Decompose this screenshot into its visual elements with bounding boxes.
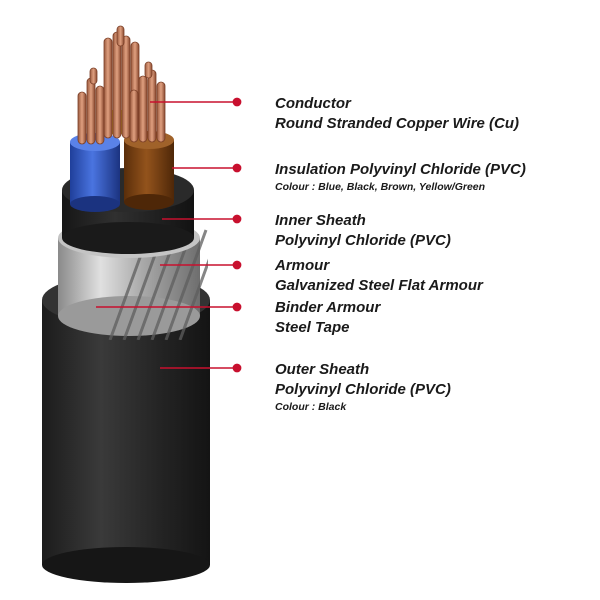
- leader-dot-conductor: [232, 97, 242, 107]
- label-conductor-title: Conductor: [275, 95, 351, 112]
- label-inner-sheath-material: Polyvinyl Chloride (PVC): [275, 232, 451, 249]
- label-binder-armour-material: Steel Tape: [275, 319, 350, 336]
- label-armour-material: Galvanized Steel Flat Armour: [275, 277, 483, 294]
- label-outer-sheath-material: Polyvinyl Chloride (PVC): [275, 381, 451, 398]
- label-conductor: Conductor Round Stranded Copper Wire (Cu…: [275, 94, 519, 134]
- label-insulation-colour-note: Colour : Blue, Black, Brown, Yellow/Gree…: [275, 181, 486, 193]
- label-armour-title: Armour: [275, 257, 330, 274]
- label-insulation: Insulation Polyvinyl Chloride (PVC) Colo…: [275, 160, 526, 194]
- leader-dot-binder-armour: [232, 302, 242, 312]
- leader-dot-armour: [232, 260, 242, 270]
- label-binder-armour-title: Binder Armour: [275, 299, 381, 316]
- copper-conductor-strands: [77, 25, 166, 145]
- leader-dot-outer-sheath: [232, 363, 242, 373]
- label-inner-sheath: Inner Sheath Polyvinyl Chloride (PVC): [275, 211, 451, 251]
- label-inner-sheath-title: Inner Sheath: [275, 212, 366, 229]
- leader-lines: [96, 97, 242, 373]
- label-conductor-material: Round Stranded Copper Wire (Cu): [275, 115, 520, 132]
- label-armour: Armour Galvanized Steel Flat Armour: [275, 256, 483, 296]
- label-insulation-title: Insulation Polyvinyl Chloride (PVC): [275, 161, 526, 178]
- label-outer-sheath: Outer Sheath Polyvinyl Chloride (PVC) Co…: [275, 360, 451, 414]
- leader-dot-insulation: [232, 163, 242, 173]
- label-outer-sheath-title: Outer Sheath: [275, 361, 370, 378]
- label-binder-armour: Binder Armour Steel Tape: [275, 298, 380, 338]
- leader-dot-inner-sheath: [232, 214, 242, 224]
- label-outer-sheath-colour-note: Colour : Black: [275, 401, 347, 413]
